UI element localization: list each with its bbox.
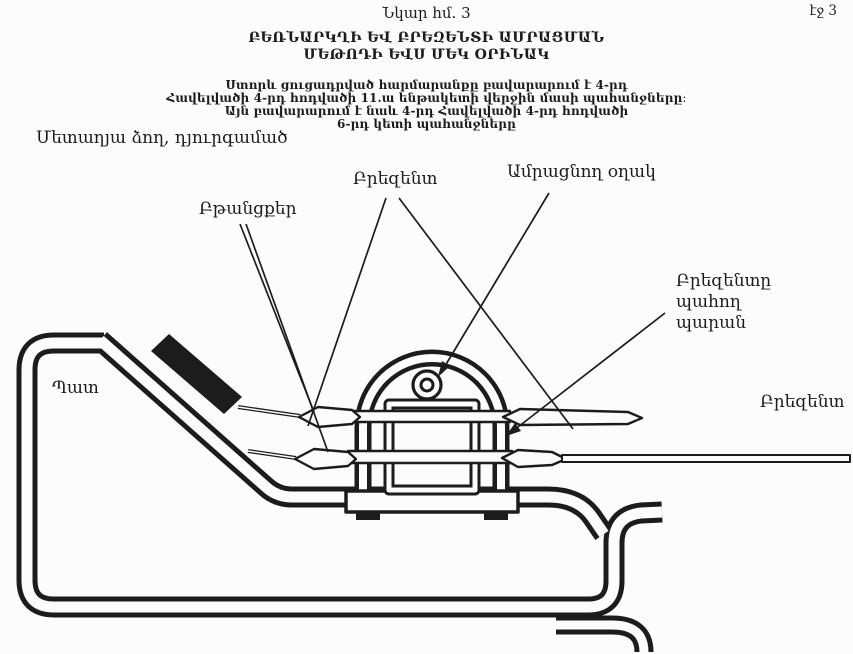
- leader-lines: [239, 192, 666, 453]
- document-title-line2: ՄԵԹՈԴԻ ԵՎՍ ՄԵԿ ՕՐԻՆԱԿ: [303, 47, 550, 63]
- label-fastening-ring: Ամրացնող օղակ: [507, 162, 656, 182]
- wall-outer-bracket: [16, 332, 663, 618]
- upper-crossbar: [350, 409, 512, 424]
- label-eyelets: Բթանցքեր: [199, 199, 297, 219]
- tarpaulin-leader-right: [398, 197, 574, 430]
- label-tarpaulin-right: Բրեզենտ: [760, 392, 845, 412]
- label-wall: Պատ: [52, 378, 99, 398]
- paragraph-line2: Հավելվածի 4-րդ հոդվածի 11.ա ենթակետի վեր…: [166, 91, 687, 105]
- tarpaulin-edge-line: [561, 454, 851, 463]
- lower-right-rod: [500, 448, 568, 469]
- tarpaulin-leader-left: [307, 197, 387, 427]
- paragraph-line3: Այն բավարարում է նաև 4-րդ Հավելվածի 4-րդ…: [224, 104, 629, 118]
- label-metal-rod: Մետաղյա ձող, դյուրգամած: [36, 128, 288, 148]
- rope-leader-arrowhead: [506, 423, 521, 436]
- label-tarpaulin-top: Բրեզենտ: [353, 169, 438, 189]
- document-title-line1: ԲԵՌՆԱՐԿՂԻ ԵՎ ԲՐԵԶԵՆՏԻ ԱՄՐԱՑՄԱՆ: [248, 30, 605, 46]
- rope-leader: [517, 312, 666, 428]
- bracket-foot-right: [484, 512, 508, 520]
- lower-crossbar: [346, 449, 514, 465]
- ring-leader: [444, 192, 550, 367]
- paragraph-line1: Ստորև ցուցադրված հարմարանքը բավարարում է…: [225, 78, 628, 92]
- metal-rod-shape: [151, 334, 242, 414]
- fastening-ring-shape: [411, 369, 443, 401]
- figure-caption: Նկար հմ. 3: [382, 4, 471, 22]
- paragraph-line4: 6-րդ կետի պահանջները: [337, 117, 516, 131]
- page-number: էջ 3: [809, 3, 837, 19]
- fastening-bracket-arch: [344, 349, 520, 520]
- lower-eyelet-lug: [293, 447, 358, 471]
- label-rope-line1: Բրեզենտը: [676, 271, 772, 291]
- bracket-foot-left: [356, 512, 380, 520]
- tension-rods: [237, 405, 851, 471]
- label-rope-line3: պարան: [676, 313, 747, 333]
- ring-leader-arrowhead: [438, 361, 450, 377]
- label-rope: Բրեզենտը պահող պարան: [676, 271, 771, 334]
- label-rope-line2: պահող: [676, 292, 741, 312]
- eyelets-leader-lower: [245, 223, 329, 453]
